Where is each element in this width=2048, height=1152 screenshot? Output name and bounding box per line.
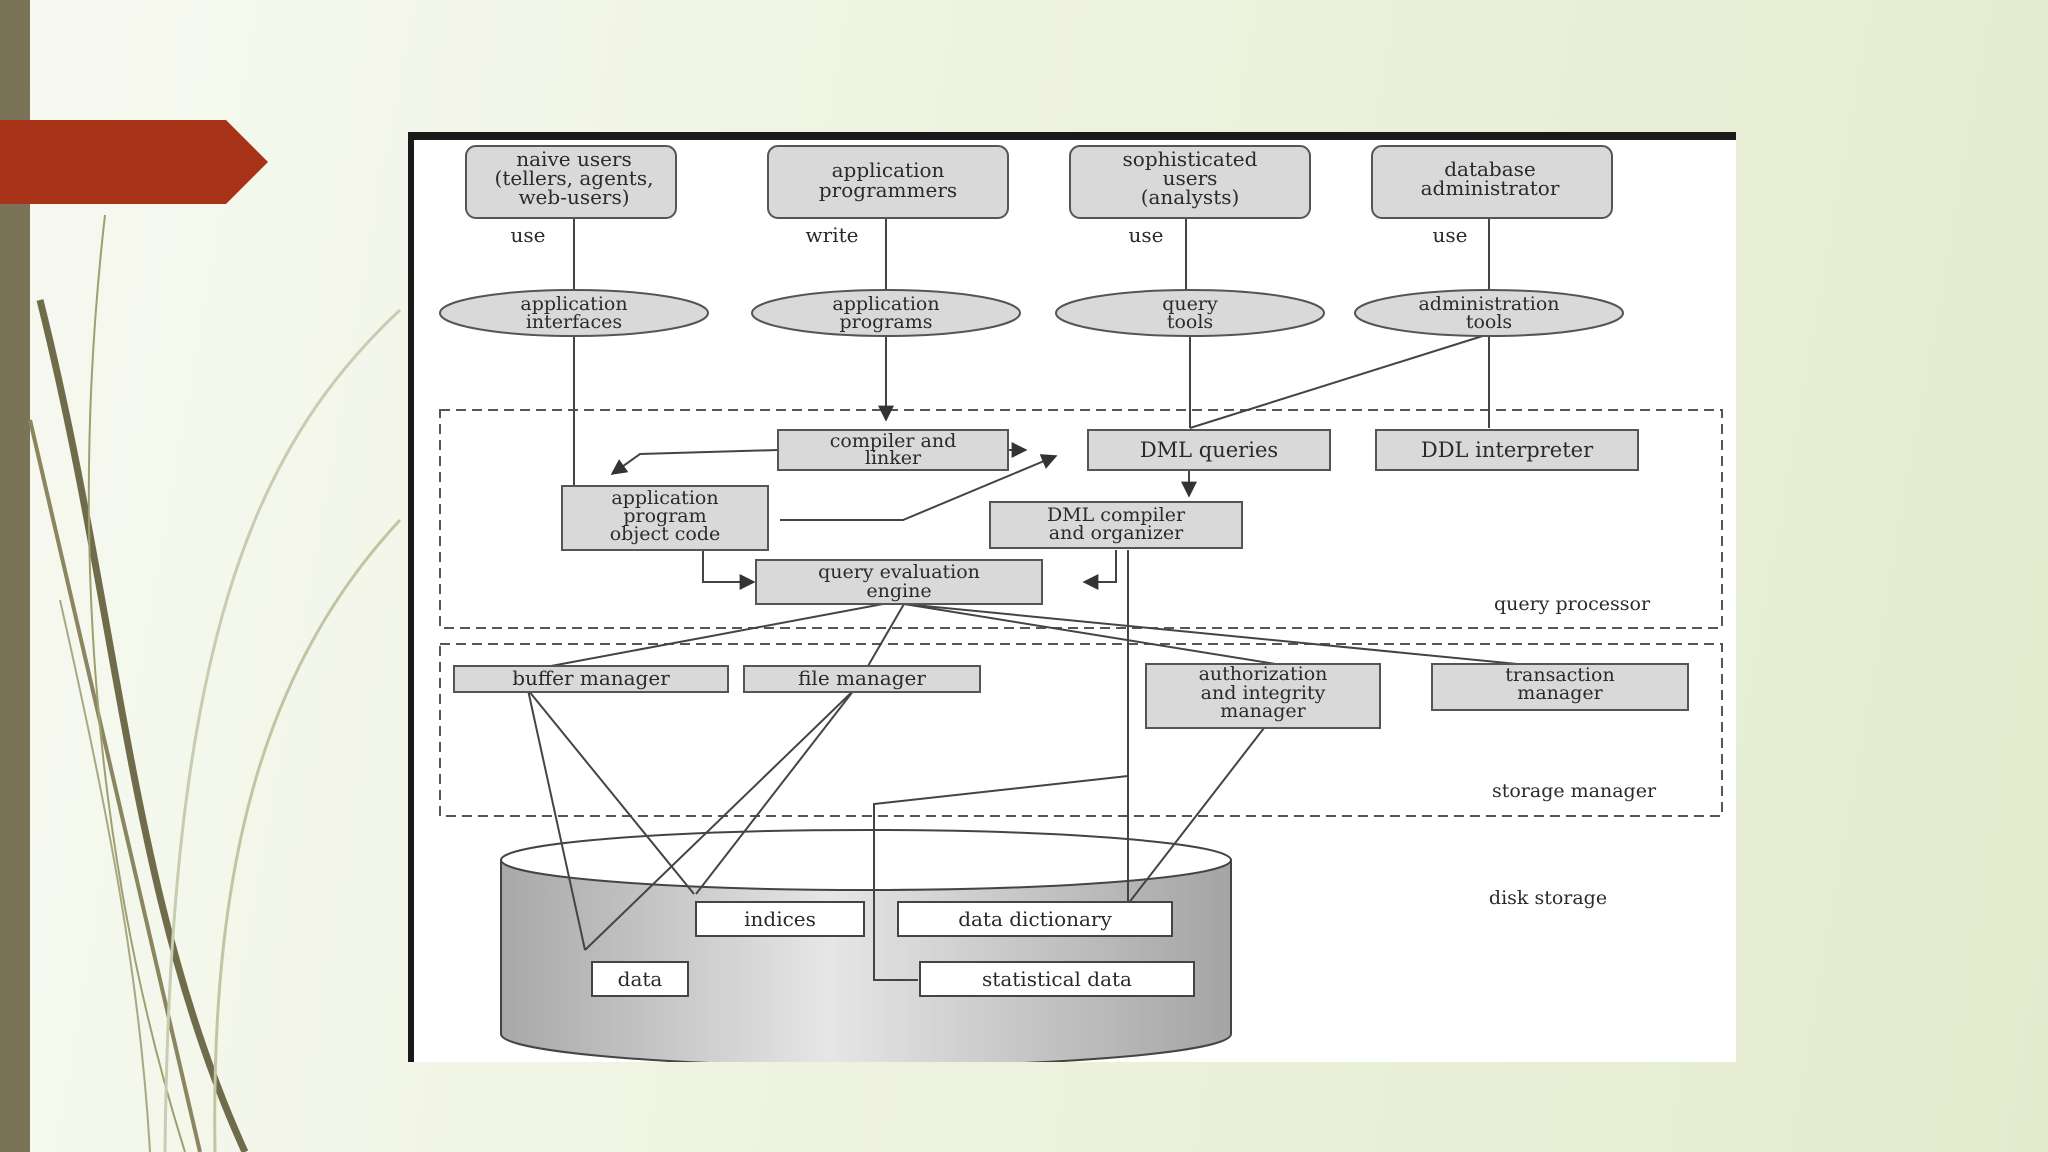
indices-label: indices: [744, 907, 816, 931]
verb-use-naive: use: [511, 223, 546, 247]
query-processor-region-label: query processor: [1494, 593, 1651, 615]
storage-manager-region-label: storage manager: [1492, 780, 1657, 802]
indices-box: [695, 901, 865, 937]
buffer-manager-box: [453, 665, 729, 693]
title-arrow-tab: [0, 120, 268, 204]
application-programs-ellipse: [751, 289, 1021, 337]
data-label: data: [618, 967, 663, 991]
application-interfaces-ellipse: [439, 289, 709, 337]
naive-users-label: naive users(tellers, agents,web-users): [495, 147, 654, 209]
administration-tools-ellipse: [1354, 289, 1624, 337]
connectors: [527, 212, 1539, 981]
file-manager-box: [743, 665, 981, 693]
verb-write: write: [806, 223, 859, 247]
database-administrator-box: [1371, 145, 1613, 219]
data-box: [591, 961, 689, 997]
verb-use-dba: use: [1433, 223, 1468, 247]
statistical-data-box: [919, 961, 1195, 997]
dbms-architecture-figure: naive users(tellers, agents,web-users) a…: [408, 132, 1736, 1062]
decorative-swooshes: [28, 214, 402, 1152]
disk-storage-label: disk storage: [1489, 887, 1607, 909]
application-programmers-box: [767, 145, 1009, 219]
object-code-box: [561, 485, 769, 551]
query-tools-ellipse: [1055, 289, 1325, 337]
dml-queries-label: DML queries: [1140, 438, 1278, 462]
authorization-manager-box: [1145, 663, 1381, 729]
sophisticated-users-box: [1069, 145, 1311, 219]
data-dictionary-box: [897, 901, 1173, 937]
statistical-data-label: statistical data: [982, 967, 1132, 991]
ddl-interpreter-box: [1375, 429, 1639, 471]
compiler-linker-box: [777, 429, 1009, 471]
verb-use-sophisticated: use: [1129, 223, 1164, 247]
naive-users-box: [465, 145, 677, 219]
query-processor-region: [439, 409, 1723, 629]
file-manager-label: file manager: [798, 666, 926, 690]
transaction-manager-box: [1431, 663, 1689, 711]
dml-queries-box: [1087, 429, 1331, 471]
data-dictionary-label: data dictionary: [958, 907, 1112, 931]
disk-cylinder: [500, 829, 1232, 1062]
query-evaluation-engine-box: [755, 559, 1043, 605]
dml-compiler-box: [989, 501, 1243, 549]
ddl-interpreter-label: DDL interpreter: [1421, 438, 1594, 462]
storage-manager-region: [439, 643, 1723, 817]
buffer-manager-label: buffer manager: [512, 666, 670, 690]
